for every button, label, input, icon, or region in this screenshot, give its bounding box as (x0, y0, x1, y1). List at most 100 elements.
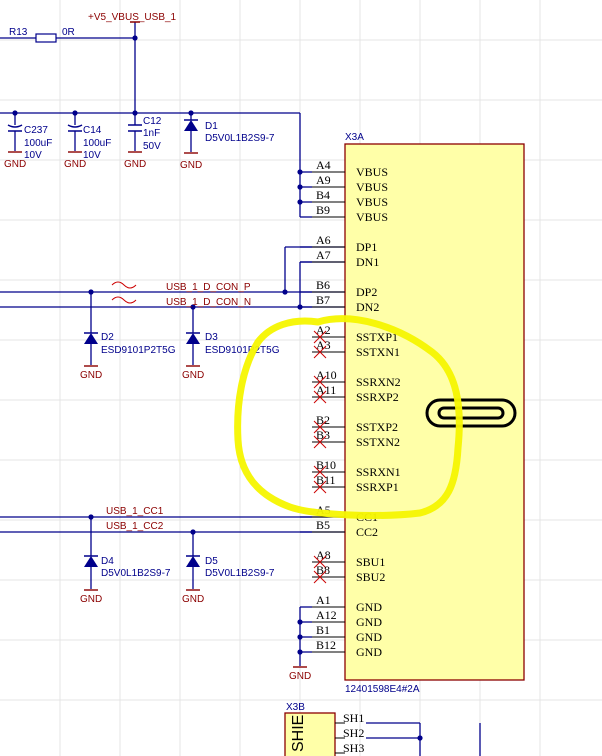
d2-ref: D2 (101, 332, 114, 343)
d4-part: D5V0L1B2S9-7 (101, 568, 171, 579)
resistor-ref: R13 (9, 27, 28, 38)
pin-name-b2: SSTXP2 (356, 420, 398, 434)
pin-name-b8: SBU2 (356, 570, 385, 584)
no-connect-mark (313, 420, 327, 434)
pin-number-a2: A2 (316, 323, 331, 337)
pin-name-b7: DN2 (356, 300, 379, 314)
pin-number-b3: B3 (316, 428, 330, 442)
c12-ref: C12 (143, 116, 162, 127)
power-net-label: +V5_VBUS_USB_1 (88, 12, 177, 23)
pin-number-b11: B11 (316, 473, 336, 487)
pin-name-a10: SSRXN2 (356, 375, 401, 389)
pin-name-b10: SSRXN1 (356, 465, 401, 479)
pin-name-a6: DP1 (356, 240, 377, 254)
pin-number-a12: A12 (316, 608, 337, 622)
pin-name-a7: DN1 (356, 255, 379, 269)
c12-value: 1nF (143, 128, 160, 139)
pin-number-b4: B4 (316, 188, 330, 202)
connector-gnd-label: GND (289, 671, 311, 682)
pin-number-b8: B8 (316, 563, 330, 577)
capacitor-c14: C14 100uF 10V GND (64, 113, 111, 170)
d2-gnd-label: GND (80, 370, 102, 381)
shield-label: SHIE (290, 715, 307, 752)
data-lines: USB_1_D_CON_P USB_1_D_CON_N (0, 246, 345, 310)
net-label-cc2: USB_1_CC2 (106, 521, 164, 532)
d5-ref: D5 (205, 556, 218, 567)
net-label-dn: USB_1_D_CON_N (166, 297, 251, 308)
pin-name-a11: SSRXP2 (356, 390, 399, 404)
connector-ref: X3A (345, 132, 364, 143)
pin-number-b9: B9 (316, 203, 330, 217)
shield-body (284, 712, 336, 756)
pin-name-b3: SSTXN2 (356, 435, 400, 449)
shield-pin-1: SH1 (343, 711, 364, 725)
pin-name-a4: VBUS (356, 165, 388, 179)
diode-d3: D3 ESD9101P2T5G GND (182, 307, 280, 381)
no-connect-mark (313, 390, 327, 404)
pin-number-a10: A10 (316, 368, 337, 382)
shield-ref: X3B (286, 702, 305, 713)
pin-number-a9: A9 (316, 173, 331, 187)
shield-pin-2: SH2 (343, 726, 364, 740)
d1-gnd-label: GND (180, 160, 202, 171)
connector-body (344, 143, 525, 681)
power-section: +V5_VBUS_USB_1 R13 0R (0, 12, 303, 217)
pin-name-a3: SSTXN1 (356, 345, 400, 359)
pin-name-b4: VBUS (356, 195, 388, 209)
pin-number-a1: A1 (316, 593, 331, 607)
d5-gnd-label: GND (182, 594, 204, 605)
pin-number-a7: A7 (316, 248, 331, 262)
connector-part: 12401598E4#2A (345, 684, 420, 695)
pin-number-b5: B5 (316, 518, 330, 532)
cc-lines: USB_1_CC1 USB_1_CC2 (0, 506, 345, 535)
d5-part: D5V0L1B2S9-7 (205, 568, 275, 579)
ground-tie: GND (289, 607, 311, 682)
usb-c-icon (425, 398, 517, 428)
pin-number-b7: B7 (316, 293, 330, 307)
diode-d2: D2 ESD9101P2T5G GND (80, 292, 176, 381)
shield-x3b: X3B SHIE SH1 SH2 SH3 (284, 702, 481, 756)
diode-d5: D5 D5V0L1B2S9-7 GND (182, 532, 275, 605)
c12-gnd-label: GND (124, 159, 146, 170)
no-connect-mark (313, 435, 327, 449)
pin-name-a1: GND (356, 600, 382, 614)
pin-number-b6: B6 (316, 278, 330, 292)
c14-value: 100uF (83, 138, 111, 149)
d1-ref: D1 (205, 121, 218, 132)
pin-number-a8: A8 (316, 548, 331, 562)
d3-part: ESD9101P2T5G (205, 345, 280, 356)
diode-d1: D1 D5V0L1B2S9-7 GND (180, 113, 275, 171)
pin-name-b9: VBUS (356, 210, 388, 224)
no-connect-mark (313, 570, 327, 584)
d4-ref: D4 (101, 556, 114, 567)
pin-name-a12: GND (356, 615, 382, 629)
capacitor-c12: C12 1nF 50V GND (124, 113, 162, 170)
c237-ref: C237 (24, 125, 48, 136)
highlight-annotation (234, 315, 463, 519)
no-connect-mark (313, 465, 327, 479)
pin-name-a2: SSTXP1 (356, 330, 398, 344)
pin-name-b11: SSRXP1 (356, 480, 399, 494)
no-connect-mark (313, 330, 327, 344)
resistor-symbol (35, 33, 57, 43)
c237-voltage: 10V (24, 150, 42, 161)
no-connect-mark (313, 555, 327, 569)
resistor-value: 0R (62, 27, 75, 38)
no-connect-mark (313, 345, 327, 359)
diode-d4: D4 D5V0L1B2S9-7 GND (80, 517, 171, 605)
pin-number-b12: B12 (316, 638, 336, 652)
d4-gnd-label: GND (80, 594, 102, 605)
shield-pin-3: SH3 (343, 741, 364, 755)
capacitor-c237: C237 100uF 10V GND (4, 113, 52, 170)
pin-number-b2: B2 (316, 413, 330, 427)
d2-part: ESD9101P2T5G (101, 345, 176, 356)
d3-ref: D3 (205, 332, 218, 343)
pin-number-a6: A6 (316, 233, 331, 247)
pin-name-b1: GND (356, 630, 382, 644)
d3-gnd-label: GND (182, 370, 204, 381)
net-label-dp: USB_1_D_CON_P (166, 282, 251, 293)
c14-voltage: 10V (83, 150, 101, 161)
pin-name-b5: CC2 (356, 525, 378, 539)
